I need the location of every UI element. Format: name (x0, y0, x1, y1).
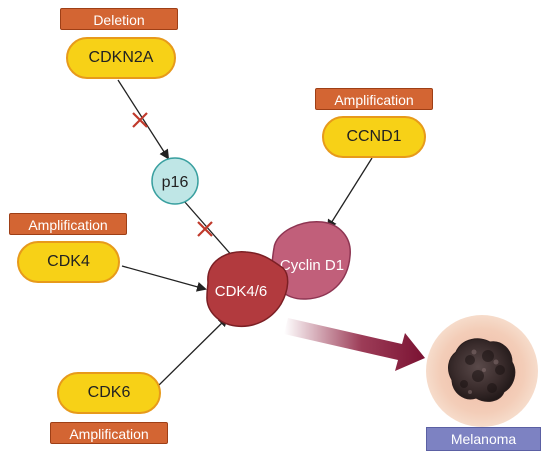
melanoma-label: Melanoma (426, 427, 541, 451)
p16-label: p16 (162, 174, 189, 191)
ccnd1-gene[interactable]: CCND1 (322, 116, 426, 158)
arrow-ccnd1-to-cyclin-d1 (326, 157, 373, 230)
cdk46-label: CDK4/6 (215, 283, 268, 300)
arrow-cdk6-to-cdk46 (157, 316, 229, 387)
cdk4-gene[interactable]: CDK4 (17, 241, 120, 283)
arrow-cdk4-to-cdk46 (121, 265, 207, 292)
inhibition-p16-to-cdk46 (183, 200, 235, 259)
cdk6-amplification-tag: Amplification (50, 422, 168, 444)
cyclin-d1-label: Cyclin D1 (280, 257, 344, 274)
arrow-cdkn2a-to-p16 (117, 79, 170, 160)
deletion-tag: Deletion (60, 8, 178, 30)
cross-mark-p16-cdk46 (197, 221, 213, 237)
cdk6-gene[interactable]: CDK6 (57, 372, 161, 414)
cross-mark-cdkn2a-p16 (132, 112, 148, 128)
p16-node[interactable]: p16 (151, 157, 199, 205)
cdkn2a-gene[interactable]: CDKN2A (66, 37, 176, 79)
cdk4-amplification-tag: Amplification (9, 213, 127, 235)
progression-arrow (284, 318, 425, 371)
ccnd1-amplification-tag: Amplification (315, 88, 433, 110)
melanoma-illustration (426, 315, 538, 427)
cdk46-node[interactable]: CDK4/6 (206, 251, 289, 328)
